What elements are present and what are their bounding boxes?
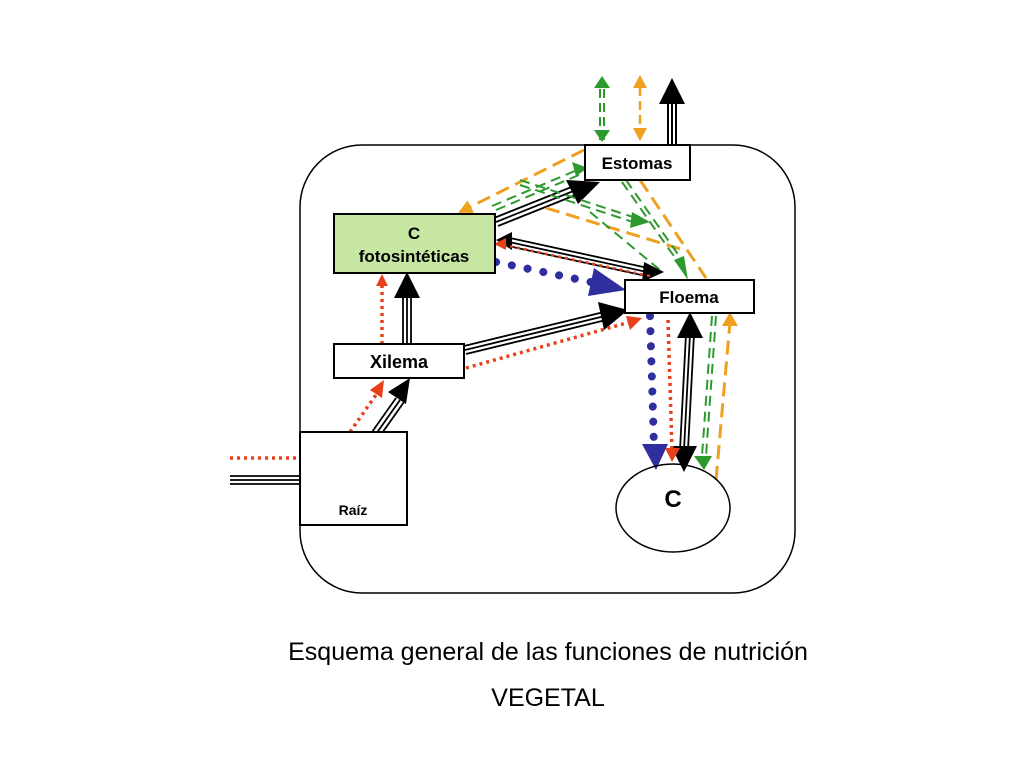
green-estomas-down-floema [621, 179, 683, 263]
raiz-box: Raíz [299, 431, 408, 526]
red-raiz-to-xilema [348, 390, 380, 434]
black-cfoto-floema-head-right [642, 262, 664, 282]
green-estomas-to-right [519, 179, 637, 224]
celula-ellipse: C [615, 463, 731, 553]
orange-c-to-floema [714, 321, 732, 481]
celula-label: C [664, 486, 681, 513]
orange-estomas-to-floema-a [545, 206, 685, 252]
red-floema-cfoto-head [494, 238, 506, 250]
black-external-input [230, 475, 302, 485]
black-raiz-xilema-head [388, 378, 410, 404]
green-down-arrowhead-top [594, 130, 610, 142]
caption-subtitle: VEGETAL [491, 684, 605, 712]
xilema-box: Xilema [333, 343, 465, 379]
raiz-label: Raíz [339, 502, 368, 518]
green-up-arrowhead-top [594, 76, 610, 88]
plant-outline [299, 144, 796, 594]
black-floema-c-head-up [677, 312, 703, 338]
black-floema-c [679, 333, 695, 451]
green-cfoto-estomas-head [572, 162, 588, 176]
black-cfoto-estomas-head [566, 180, 600, 204]
floema-box: Floema [624, 279, 755, 314]
red-floema-to-cfoto [499, 242, 651, 278]
blue-floema-to-c [646, 312, 658, 450]
c-fotosinteticas-label-line2: fotosintéticas [359, 247, 470, 266]
orange-up-arrowhead-top [633, 75, 647, 88]
blue-cfoto-to-floema [492, 258, 604, 288]
black-raiz-to-xilema [371, 397, 405, 437]
green-floema-to-c [701, 315, 717, 457]
blue-floema-c-head [642, 444, 668, 470]
red-raiz-xilema-head [370, 380, 384, 398]
red-xilema-floema-head [626, 316, 642, 330]
black-xilema-floema-head [598, 302, 628, 330]
estomas-label: Estomas [602, 154, 673, 173]
red-xilema-to-floema [465, 320, 631, 370]
orange-down-arrowhead-top [633, 128, 647, 141]
floema-label: Floema [659, 288, 719, 307]
green-floema-c-head [694, 456, 712, 470]
red-floema-to-c [666, 319, 674, 451]
green-estomas-right-head [630, 212, 650, 228]
black-xilema-cfoto-head [394, 272, 420, 298]
orange-estomas-to-floema-b [638, 179, 708, 279]
black-up-arrowhead-top [659, 78, 685, 104]
blue-cfoto-floema-head [588, 268, 626, 296]
caption-title: Esquema general de las funciones de nutr… [288, 638, 808, 666]
orange-c-floema-head [722, 312, 738, 326]
red-floema-c-head [665, 448, 680, 462]
black-xilema-to-cfoto [402, 292, 412, 344]
black-transpiration-arrow [667, 100, 677, 145]
c-fotosinteticas-box: C fotosintéticas [333, 213, 496, 274]
black-cfoto-to-estomas [493, 185, 579, 227]
black-xilema-to-floema [463, 311, 607, 355]
c-fotosinteticas-label-line1: C [408, 224, 420, 243]
xilema-label: Xilema [370, 352, 429, 372]
black-floema-c-head-down [671, 446, 697, 472]
green-estomas-floema-head [674, 256, 688, 280]
estomas-box: Estomas [584, 144, 691, 181]
red-xilema-cfoto-head [376, 274, 388, 286]
